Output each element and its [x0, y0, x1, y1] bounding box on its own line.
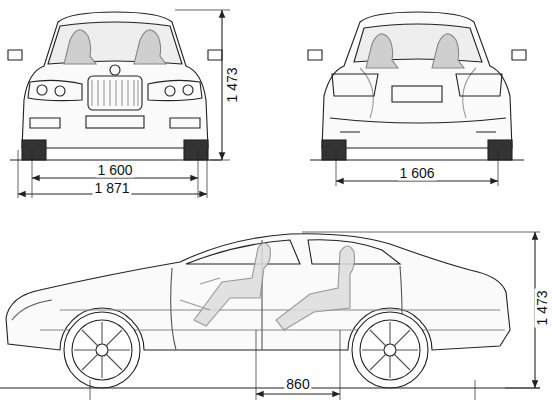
dimension-label: 1 600 [95, 163, 134, 178]
dimension-label: 1 606 [397, 166, 436, 181]
side-view [0, 232, 540, 400]
front-view [8, 10, 230, 198]
dimension-label: 1 871 [92, 181, 131, 196]
dimension-label: 1 473 [535, 288, 550, 327]
dimension-label: 1 473 [225, 65, 240, 104]
rear-view [308, 12, 526, 186]
dimension-label: 860 [284, 377, 311, 392]
